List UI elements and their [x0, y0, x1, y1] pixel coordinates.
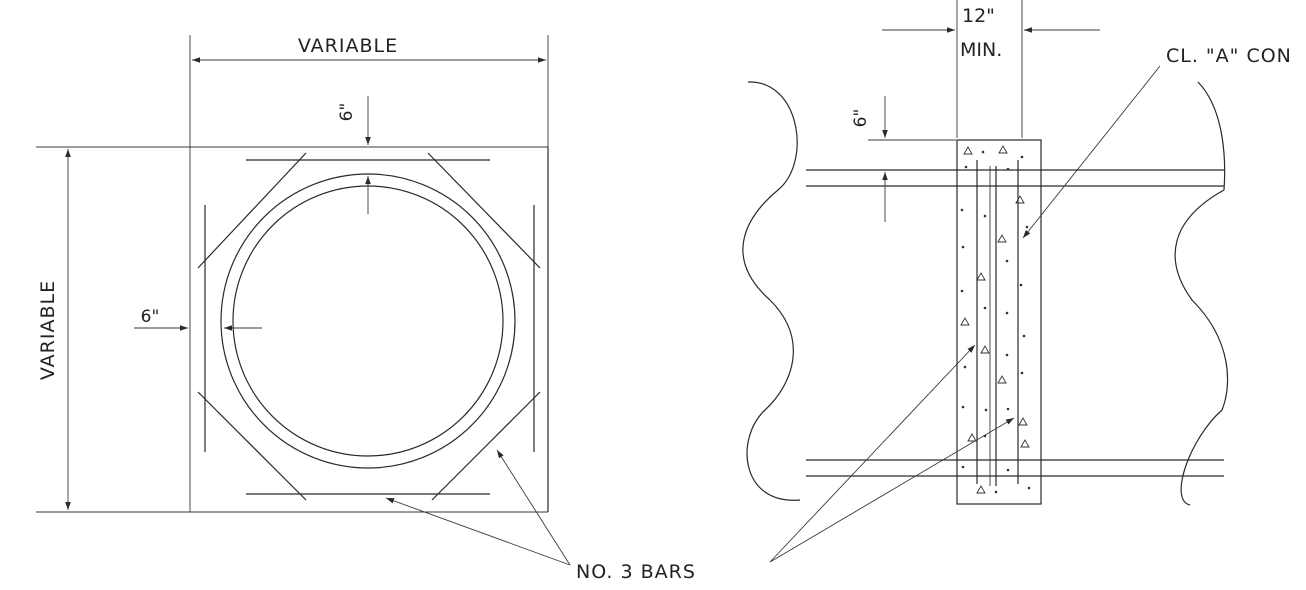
concrete-aggregate-hatch	[960, 145, 1031, 494]
left-variable-label: VARIABLE	[37, 280, 59, 380]
left-six-inch-label: 6"	[141, 307, 160, 327]
pipe-outer-circle	[220, 173, 516, 469]
bars-label: NO. 3 BARS	[576, 561, 696, 583]
pipe-break-left	[742, 81, 801, 501]
concrete-leader	[1022, 65, 1161, 239]
concrete-label: CL. "A" CON	[1166, 45, 1292, 67]
pipe-inner-circle	[232, 185, 504, 457]
reinforcing-bars-octagon	[197, 152, 541, 501]
end-view: VARIABLE VARIABLE 6" 6"	[36, 35, 571, 566]
twelve-inch-label: 12"	[962, 5, 995, 27]
top-six-inch-label: 6"	[337, 103, 357, 122]
bars-leader-right-lower	[769, 417, 1015, 563]
min-label: MIN.	[960, 39, 1002, 61]
pipe-break-right	[1174, 81, 1229, 506]
bars-leader-right-upper	[769, 344, 976, 563]
top-variable-label: VARIABLE	[298, 35, 398, 57]
bars-leader-diagonal	[496, 449, 571, 566]
bars-leader-bottom	[385, 497, 571, 566]
side-section-view: 12" MIN. 6"	[742, 0, 1229, 563]
concrete-collar	[956, 139, 1042, 505]
right-six-inch-label: 6"	[851, 109, 871, 128]
